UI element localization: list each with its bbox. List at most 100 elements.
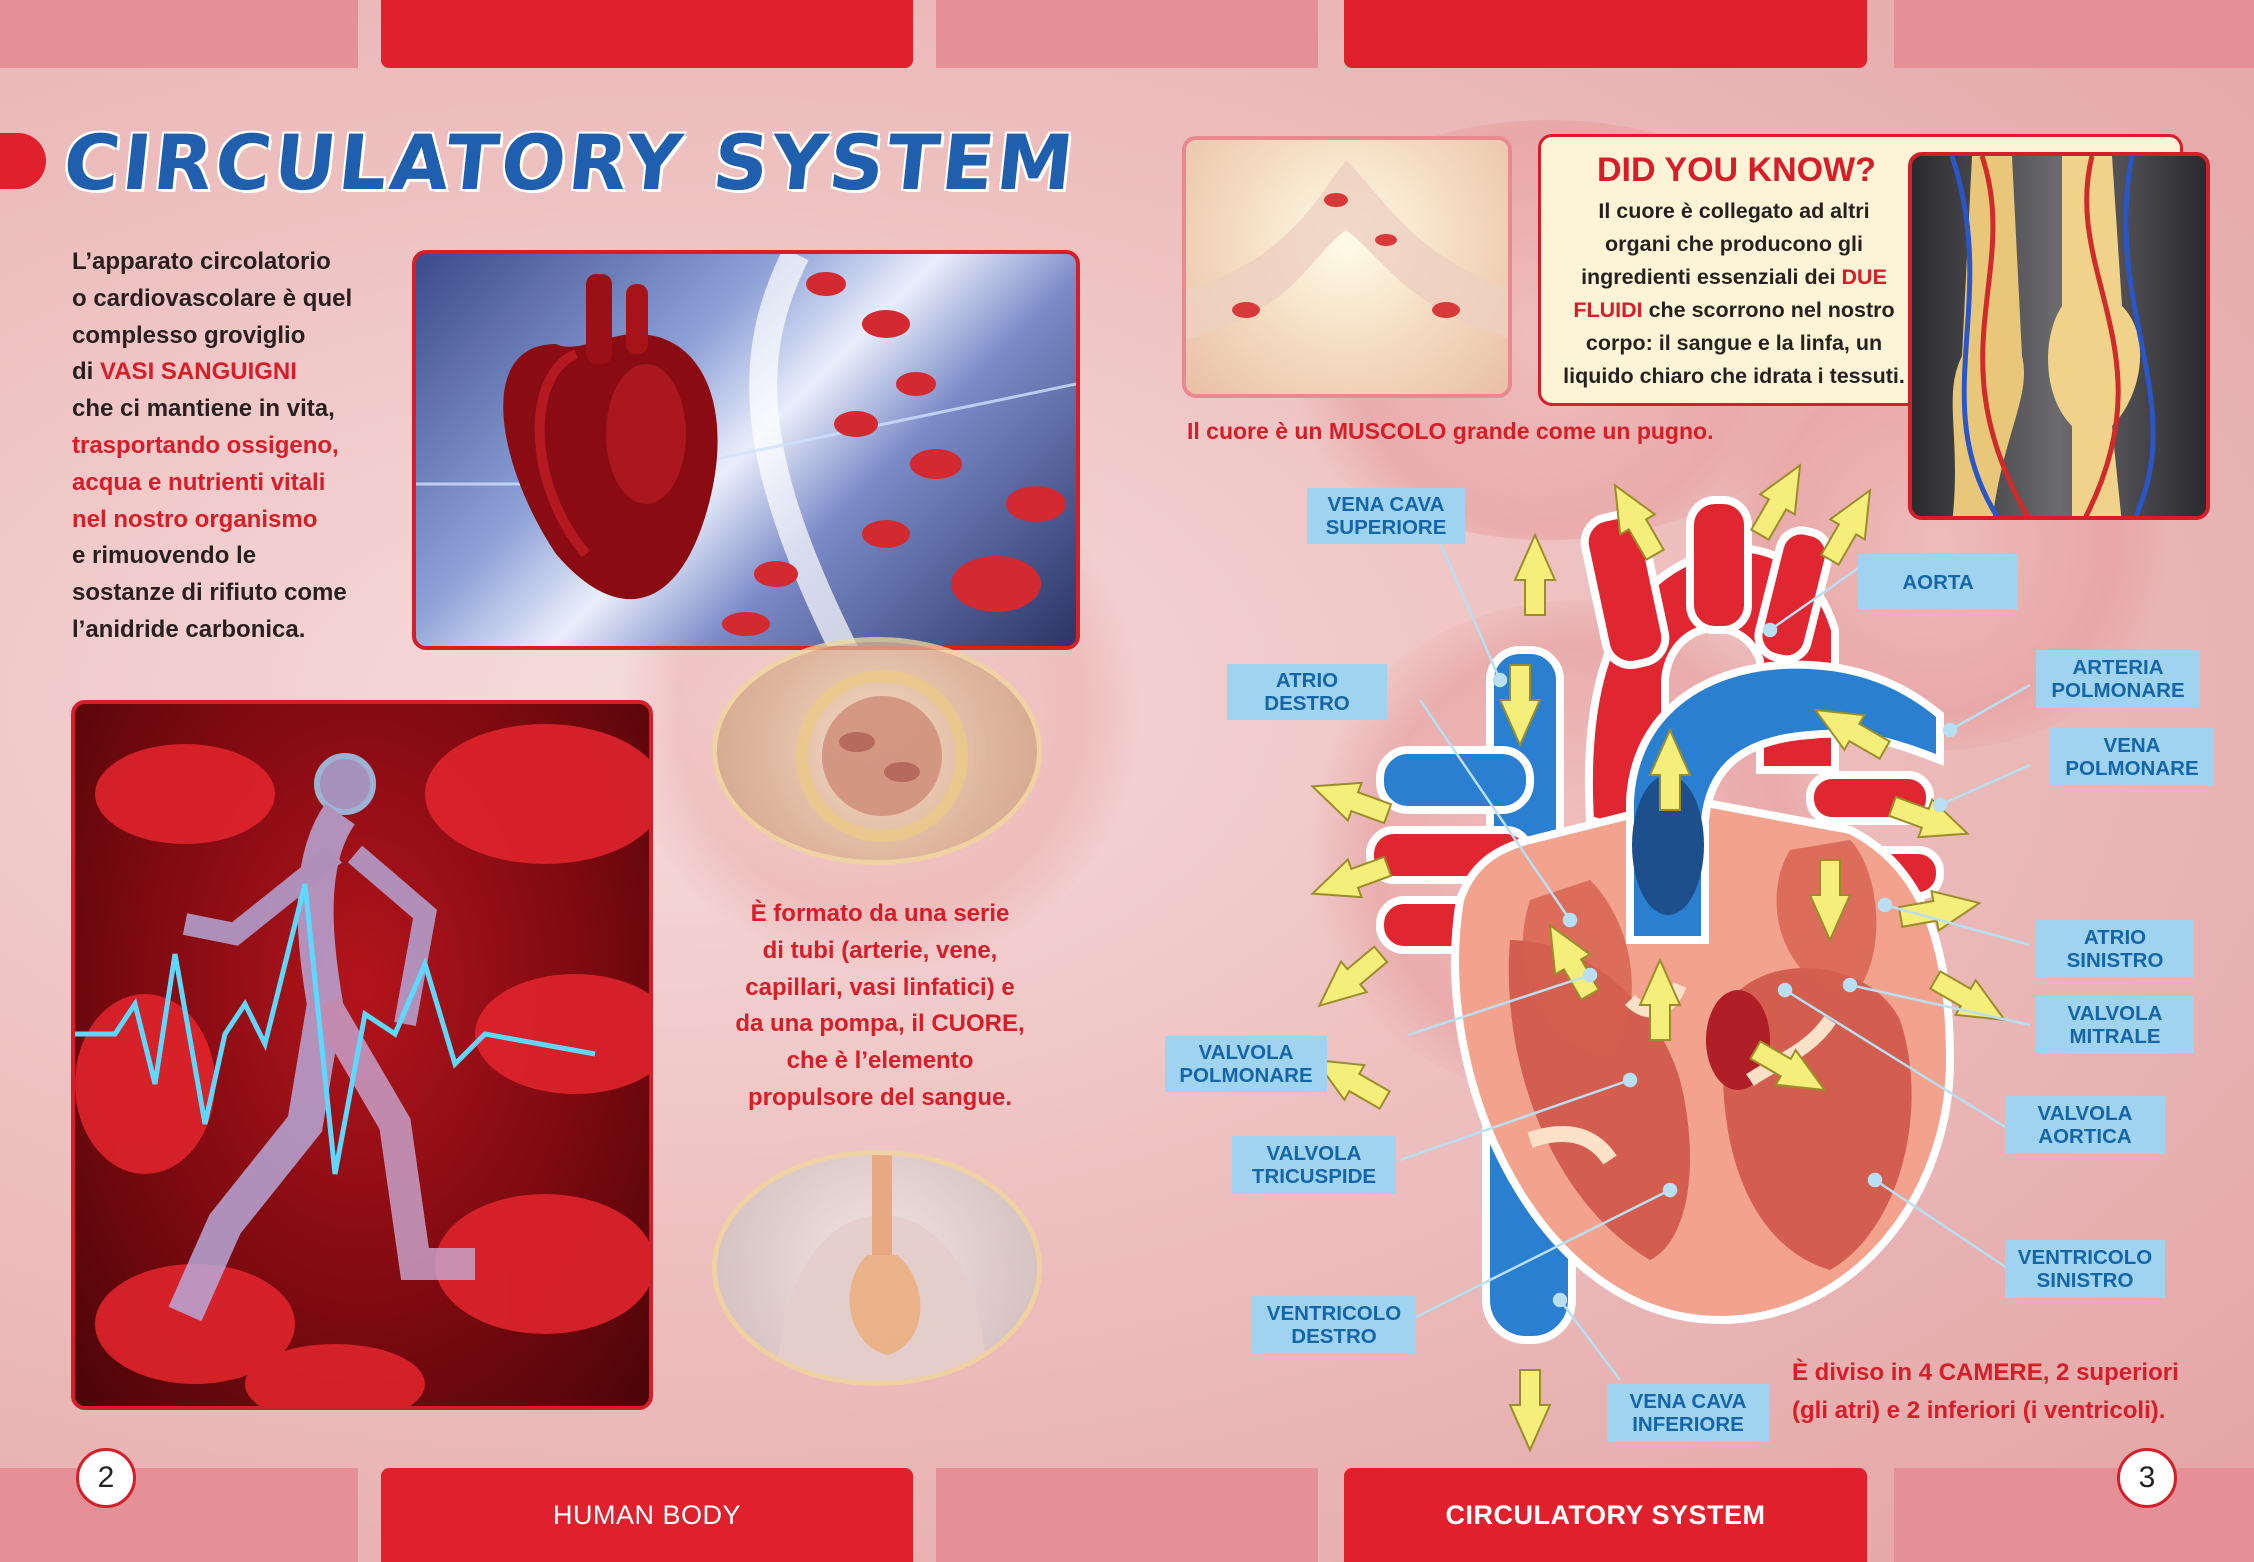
label-line: DESTRO <box>1291 1325 1377 1348</box>
blood-flow-arrows <box>1310 463 2007 1453</box>
knee-illustration <box>1949 156 2156 516</box>
label-line: VALVOLA <box>2067 1002 2163 1025</box>
bottom-band-segment <box>1344 1468 1867 1562</box>
intro-line: o cardiovascolare è quel <box>72 284 353 312</box>
page-number-right: 3 <box>2117 1448 2177 1508</box>
dyk-highlight: DUE <box>1841 265 1887 289</box>
label-line: VENTRICOLO <box>1266 1302 1402 1325</box>
dyk-line: corpo: il sangue e la linfa, un <box>1585 331 1883 355</box>
bottom-band-segment <box>0 1468 358 1562</box>
camere-line: È diviso in 4 CAMERE, 2 superiori <box>1792 1359 2179 1386</box>
intro-line: acqua e nutrienti vitali <box>72 468 326 496</box>
label-line: VENTRICOLO <box>2017 1246 2153 1269</box>
intro-text: di <box>72 358 100 386</box>
runner-photo <box>71 700 653 1410</box>
torso-oval-photo <box>712 1150 1042 1386</box>
formato-line: È formato da una serie <box>750 900 1010 927</box>
label-line: SINISTRO <box>2066 949 2164 972</box>
top-band-segment <box>1344 0 1867 68</box>
bottom-band-segment <box>1894 1468 2254 1562</box>
intro-highlight: VASI SANGUIGNI <box>100 358 297 386</box>
label-line: TRICUSPIDE <box>1251 1165 1377 1188</box>
title-marker <box>0 133 46 189</box>
knee-vessels-photo <box>1908 152 2210 520</box>
label-line: POLMONARE <box>2065 757 2199 780</box>
label-line: ATRIO <box>2083 926 2147 949</box>
dyk-line: Il cuore è collegato ad altri <box>1598 199 1870 223</box>
label-line: VENA CAVA <box>1327 493 1445 516</box>
label-line: VALVOLA <box>1266 1142 1362 1165</box>
intro-line: di VASI SANGUIGNI <box>72 354 392 391</box>
intro-line: sostanze di rifiuto come <box>72 579 347 607</box>
label-line: SINISTRO <box>2036 1269 2134 1292</box>
label-line: VALVOLA <box>1198 1041 1294 1064</box>
label-line: ATRIO <box>1275 669 1339 692</box>
label-line: SUPERIORE <box>1325 516 1447 539</box>
label-line: AORTICA <box>2038 1125 2132 1148</box>
label-leader-lines <box>1399 519 2031 1381</box>
did-you-know-text: Il cuore è collegato ad altri organi che… <box>1553 195 1915 393</box>
intro-line: L’apparato circolatorio <box>72 248 331 275</box>
intro-line: trasportando ossigeno, <box>72 431 339 459</box>
runner-photo-illustration <box>75 724 649 1406</box>
formato-line: da una pompa, il CUORE, <box>735 1010 1025 1038</box>
blood-vessel-oval-photo <box>712 637 1042 865</box>
top-band-segment <box>381 0 913 68</box>
vessel-cross-section <box>796 670 968 842</box>
dyk-line: ingredienti essenziali dei <box>1581 265 1842 289</box>
dyk-line: organi che producono gli <box>1605 232 1863 256</box>
label-line: MITRALE <box>2069 1025 2161 1048</box>
top-band-segment <box>936 0 1318 68</box>
top-band-segment <box>1894 0 2254 68</box>
muscolo-caption: Il cuore è un MUSCOLO grande come un pug… <box>1187 418 1714 444</box>
formato-line: che è l’elemento <box>786 1047 974 1075</box>
label-line: DESTRO <box>1264 692 1350 715</box>
formato-line: propulsore del sangue. <box>747 1083 1013 1111</box>
heart-photo <box>412 250 1080 650</box>
label-line: VENA CAVA <box>1629 1390 1747 1413</box>
camere-line: (gli atri) e 2 inferiori (i ventricoli). <box>1792 1397 2166 1424</box>
intro-line: l’anidride carbonica. <box>72 615 306 643</box>
label-line: POLMONARE <box>2051 679 2185 702</box>
right-footer-title: CIRCULATORY SYSTEM <box>1445 1499 1766 1530</box>
label-line: POLMONARE <box>1179 1064 1313 1087</box>
label-aorta: AORTA <box>1858 554 2018 610</box>
capillary-photo <box>1182 136 1512 398</box>
dyk-line: liquido chiaro che idrata i tessuti. <box>1563 364 1905 388</box>
heart-diagram <box>1310 463 2031 1453</box>
left-footer-title: HUMAN BODY <box>552 1499 741 1530</box>
label-line: AORTA <box>1902 570 1974 594</box>
formato-line: di tubi (arterie, vene, <box>762 936 998 964</box>
capillary-illustration <box>1186 160 1508 340</box>
top-band-segment <box>0 0 358 68</box>
bottom-band-segment <box>381 1468 913 1562</box>
page-title: CIRCULATORY SYSTEM <box>59 118 1081 207</box>
dyk-line: che scorrono nel nostro <box>1642 298 1895 322</box>
intro-line: che ci mantiene in vita, <box>72 395 335 423</box>
intro-line: complesso groviglio <box>72 321 306 349</box>
heart-photo-illustration <box>416 254 1076 646</box>
intro-line: e rimuovendo le <box>72 542 257 570</box>
label-line: VALVOLA <box>2037 1102 2133 1125</box>
intro-line: nel nostro organismo <box>72 505 318 533</box>
bottom-band-segment <box>936 1468 1318 1562</box>
dyk-highlight: FLUIDI <box>1573 298 1643 322</box>
torso-illustration <box>777 1155 987 1381</box>
formato-line: capillari, vasi linfatici) e <box>745 973 1015 1001</box>
page-number-left: 2 <box>76 1448 136 1508</box>
intro-paragraph: L’apparato circolatorio o cardiovascolar… <box>72 244 392 649</box>
did-you-know-heading: DID YOU KNOW? <box>1597 151 1876 189</box>
label-line: INFERIORE <box>1632 1413 1744 1436</box>
